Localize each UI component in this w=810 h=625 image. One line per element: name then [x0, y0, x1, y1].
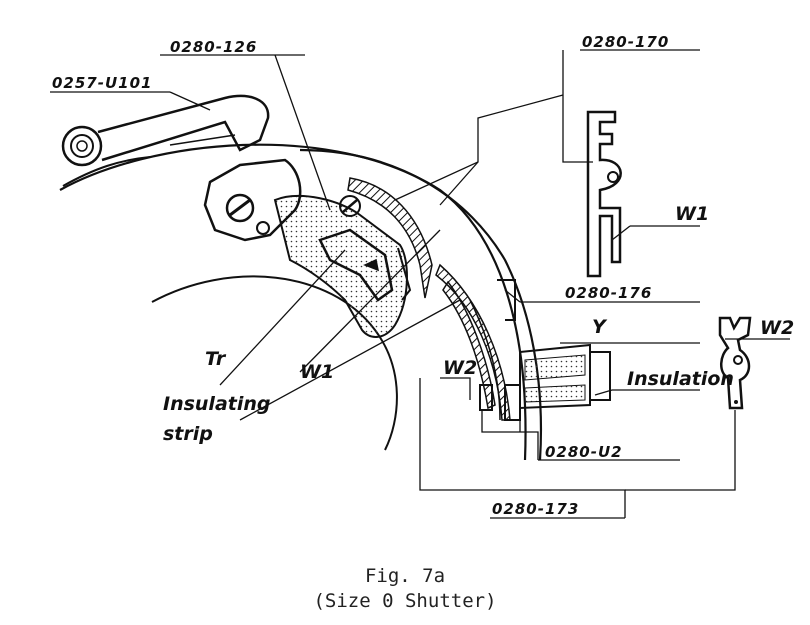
label-0280-u2: 0280-U2 [545, 443, 623, 461]
contact-strips [347, 177, 521, 421]
label-0257-u101: 0257-U101 [52, 74, 152, 92]
label-y: Y [592, 316, 608, 338]
label-strip: strip [163, 423, 213, 445]
label-0280-126: 0280-126 [170, 38, 257, 56]
label-0280-176: 0280-176 [565, 284, 652, 302]
label-w2-center: W2 [443, 357, 477, 379]
figure-caption-line1: Fig. 7a [365, 565, 445, 587]
label-tr: Tr [205, 348, 227, 370]
part-w2-right [718, 316, 752, 410]
insulation-bushing [497, 279, 611, 410]
label-w2-right: W2 [760, 317, 794, 339]
leader-lines [50, 49, 790, 519]
label-insulation: Insulation [627, 368, 734, 390]
label-0280-170: 0280-170 [582, 33, 669, 51]
label-w1-right: W1 [675, 203, 709, 225]
label-w1-center: W1 [300, 361, 334, 383]
label-0280-173: 0280-173 [492, 500, 579, 518]
figure-caption-line2: (Size 0 Shutter) [313, 590, 496, 612]
mechanism-0280-126 [203, 158, 412, 338]
lever-0257-u101 [61, 94, 270, 167]
label-insulating: Insulating [163, 393, 271, 415]
part-0280-170 [586, 110, 622, 278]
